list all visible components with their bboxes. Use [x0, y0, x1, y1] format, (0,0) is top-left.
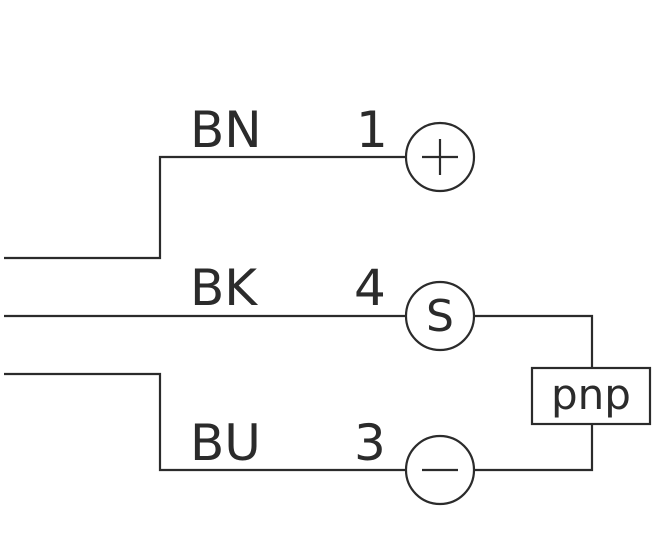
wire-label-bk: BK [190, 259, 258, 317]
pnp-box [530, 366, 652, 426]
pin-number-1: 1 [356, 101, 388, 159]
pin-number-3: 3 [354, 414, 386, 472]
pin-number-4: 4 [354, 259, 386, 317]
terminal-plus [404, 121, 476, 193]
bu-wire [4, 372, 406, 472]
minus-to-pnp-wire [474, 424, 594, 472]
pnp-label: pnp [551, 370, 631, 419]
bn-wire [4, 155, 406, 260]
wire-label-bn: BN [190, 101, 262, 159]
signal-symbol: S [426, 291, 454, 342]
terminal-signal: S [404, 280, 476, 352]
terminal-minus [404, 434, 476, 506]
wire-label-bu: BU [190, 414, 261, 472]
signal-to-pnp-wire [474, 314, 594, 368]
